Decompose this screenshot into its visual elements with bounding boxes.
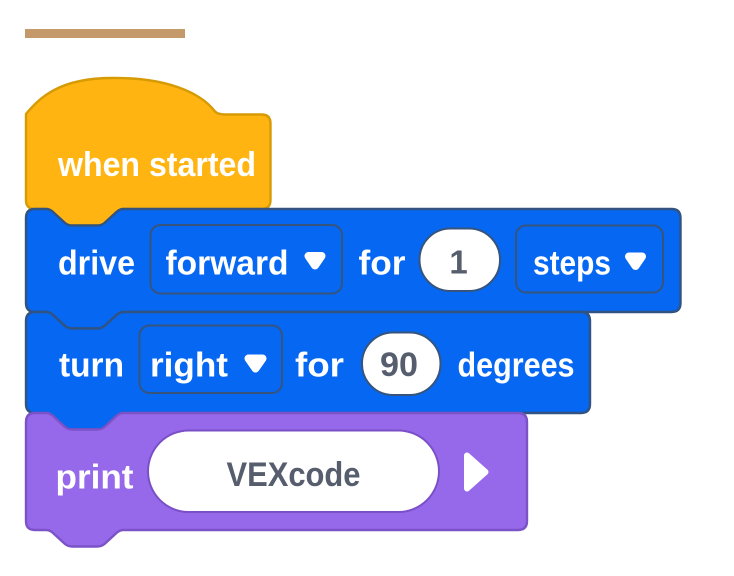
svg-text:for: for: [359, 245, 406, 283]
svg-text:90: 90: [380, 346, 418, 384]
svg-text:right: right: [150, 347, 229, 385]
svg-text:turn: turn: [59, 347, 124, 385]
svg-text:print: print: [56, 459, 135, 497]
svg-text:drive: drive: [58, 245, 135, 283]
svg-text:forward: forward: [166, 245, 289, 283]
svg-text:steps: steps: [533, 245, 611, 283]
svg-text:VEXcode: VEXcode: [227, 456, 361, 494]
svg-text:1: 1: [449, 244, 467, 281]
svg-text:when started: when started: [57, 146, 256, 184]
svg-text:for: for: [295, 347, 344, 385]
svg-text:degrees: degrees: [458, 347, 575, 385]
